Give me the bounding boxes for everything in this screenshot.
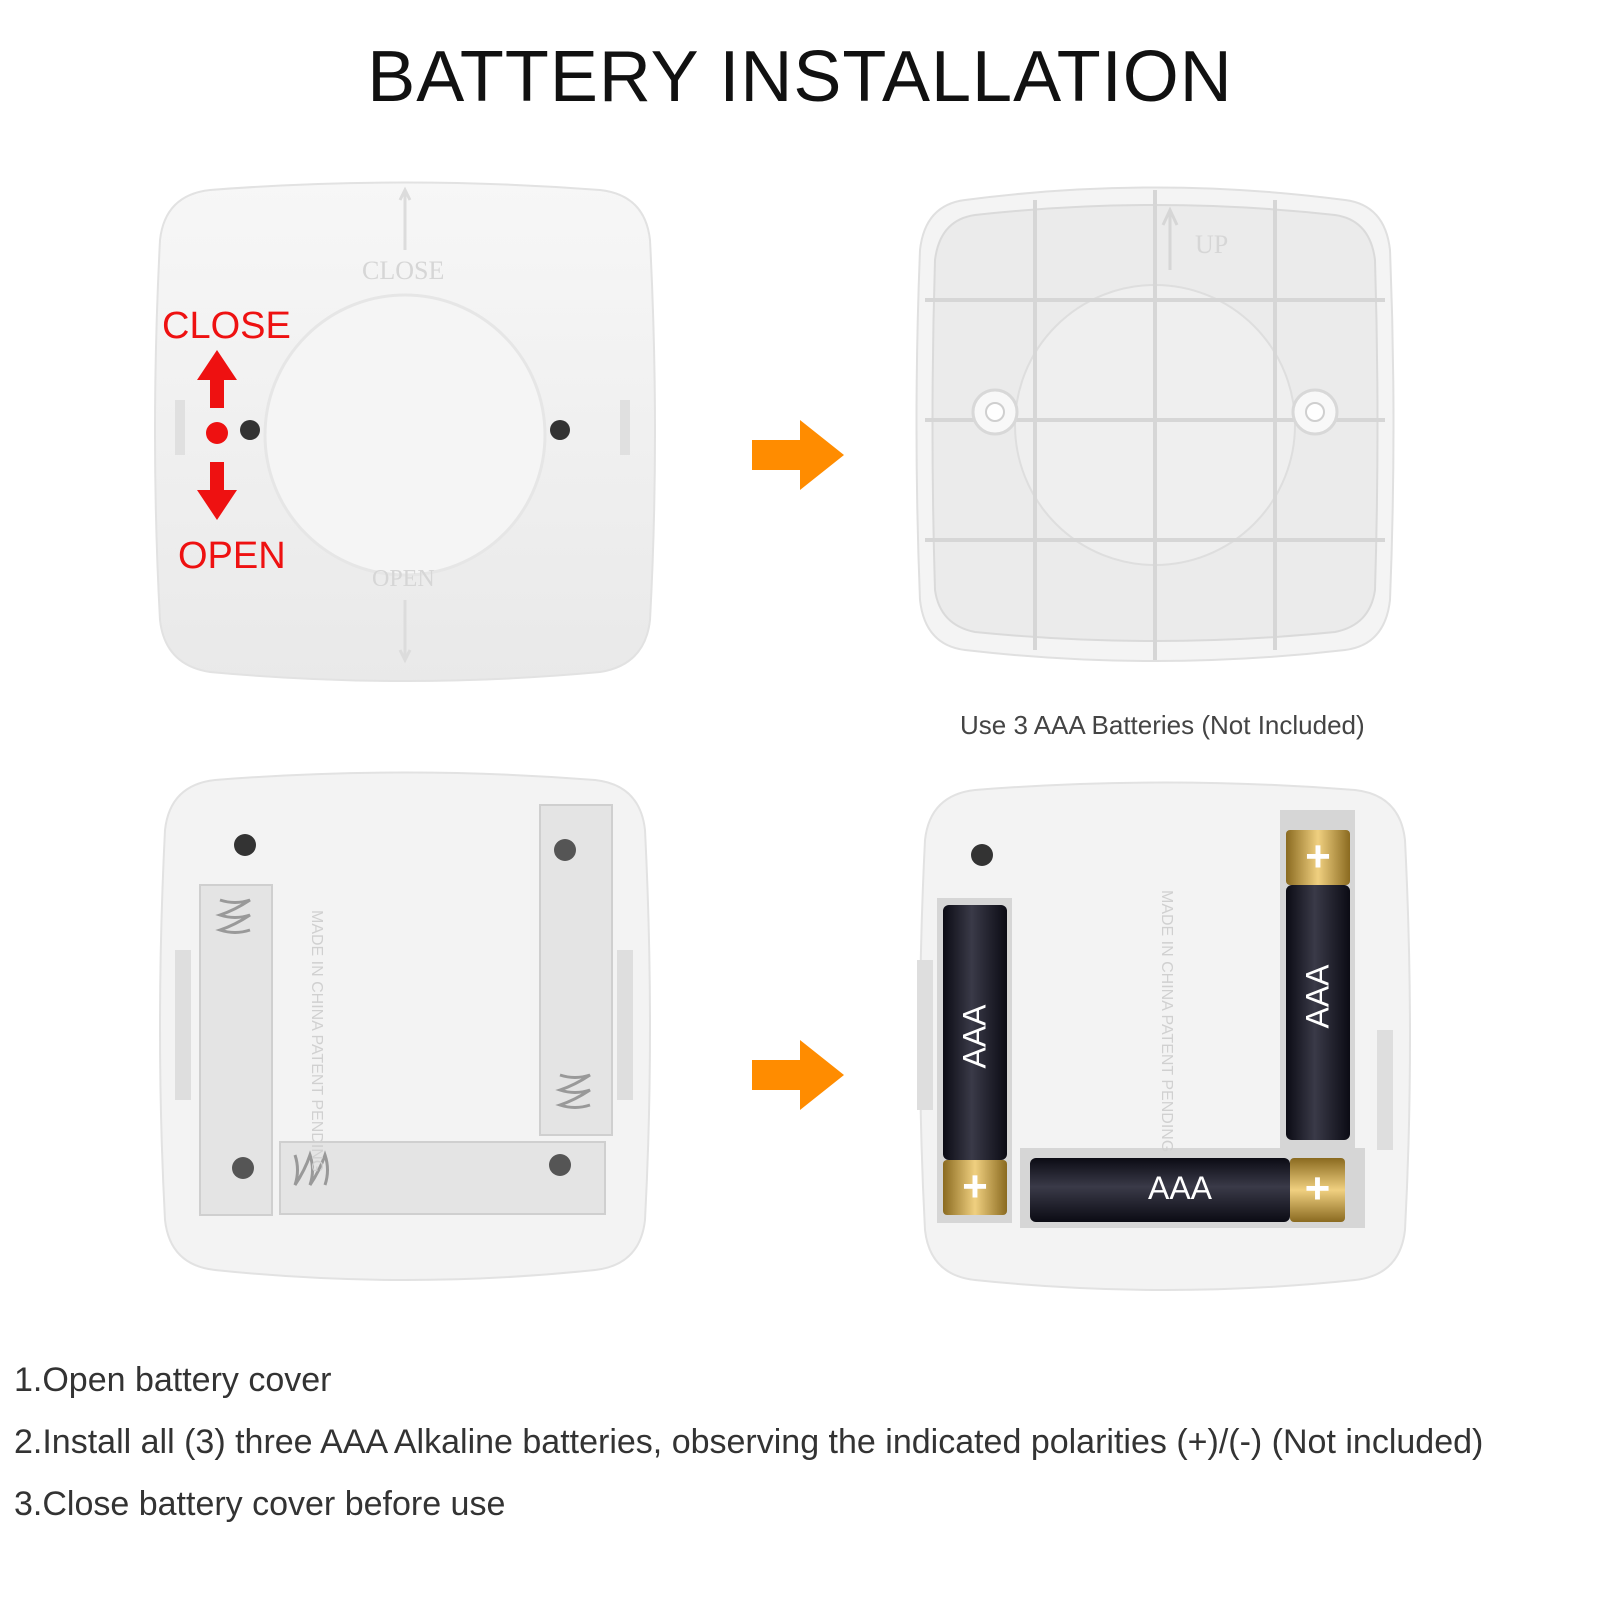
embossed-made-in-china-text: MADE IN CHINA PATENT PENDING (308, 910, 325, 1173)
cover-front-panel: CLOSE OPEN (150, 180, 660, 690)
cover-back-panel: UP (915, 180, 1395, 670)
open-direction-label: OPEN (178, 535, 286, 577)
battery-bottom-plus-sign: + (1304, 1164, 1331, 1213)
orange-arrow-icon (752, 1040, 847, 1115)
empty-battery-compartment-image (159, 771, 651, 1281)
device-cover-back-image (915, 186, 1395, 662)
installation-steps: 1.Open battery cover 2.Install all (3) t… (14, 1360, 1483, 1546)
close-direction-label: CLOSE (162, 305, 291, 347)
orange-arrow-icon (752, 420, 847, 495)
battery-right-aaa-label: AAA (1299, 964, 1336, 1029)
battery-requirement-caption: Use 3 AAA Batteries (Not Included) (960, 710, 1365, 740)
battery-left-plus-sign: + (962, 1162, 988, 1211)
battery-left-aaa-label: AAA (956, 1004, 993, 1069)
compartment-empty-panel: MADE IN CHINA PATENT PENDING (155, 770, 655, 1290)
compartment-full-panel: MADE IN CHINA PATENT PENDING AAA + AAA +… (915, 780, 1415, 1300)
step-2-text: 2.Install all (3) three AAA Alkaline bat… (14, 1423, 1484, 1461)
embossed-made-in-china-text: MADE IN CHINA PATENT PENDING (1158, 890, 1175, 1153)
battery-right-plus-sign: + (1305, 832, 1331, 881)
embossed-close-text: CLOSE (362, 256, 445, 285)
page-title: BATTERY INSTALLATION (367, 37, 1233, 117)
batteries-installed-image (917, 781, 1411, 1291)
battery-bottom-aaa-label: AAA (1147, 1170, 1213, 1206)
device-cover-front-image (154, 181, 656, 682)
embossed-up-text: UP (1195, 230, 1229, 259)
step-1-text: 1.Open battery cover (14, 1361, 332, 1399)
embossed-open-text: OPEN (372, 566, 435, 592)
step-3-text: 3.Close battery cover before use (14, 1485, 506, 1523)
